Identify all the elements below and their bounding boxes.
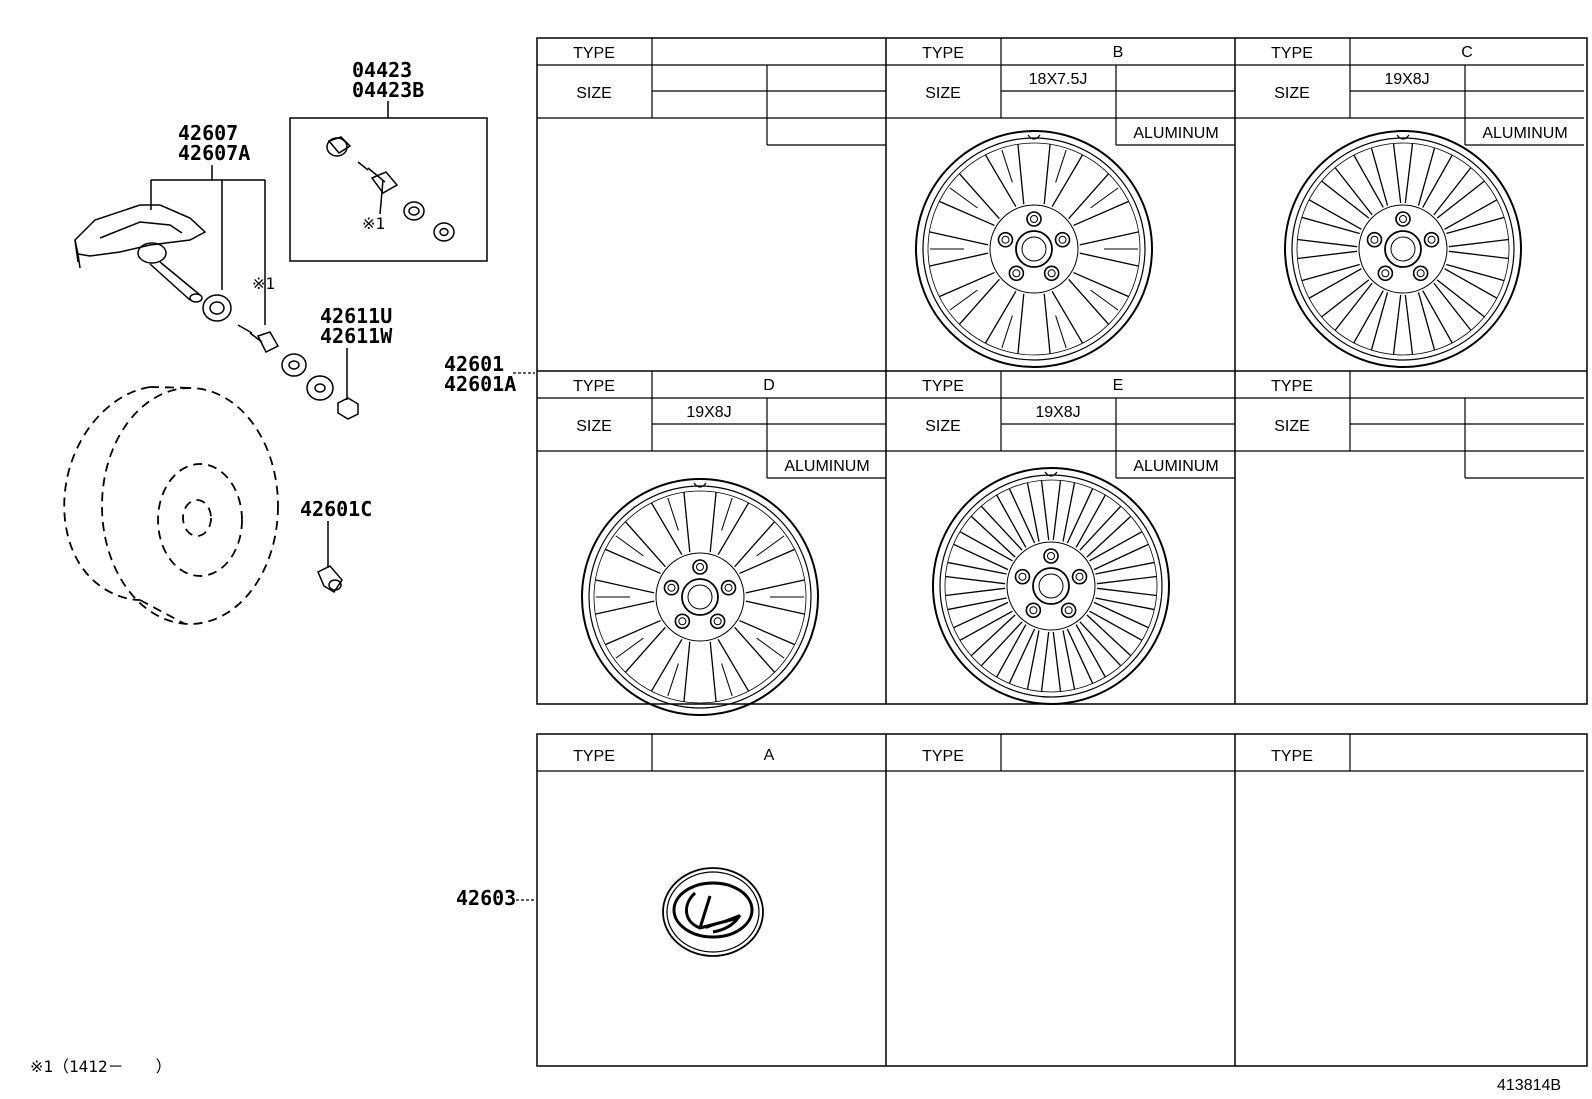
ornament-cell-blank-1: TYPE (886, 734, 1235, 772)
sensor-valve-core-icon (237, 324, 280, 354)
type-label: TYPE (573, 378, 615, 395)
tire-icon (63, 386, 279, 625)
wheel-label-group: 42601 42601A 42603 (444, 352, 535, 910)
type-label: TYPE (922, 45, 964, 62)
part-number-04423: 04423 (352, 58, 412, 82)
tpms-sensor-icon (74, 204, 207, 303)
wheel-cell-E: TYPE E SIZE 19X8J ALUMINUM (886, 371, 1235, 479)
material-value: ALUMINUM (784, 458, 869, 475)
size-value: 18X7.5J (1029, 71, 1088, 88)
type-value: C (1461, 44, 1473, 61)
type-label: TYPE (573, 748, 615, 765)
valve-stem-icon (317, 565, 343, 594)
valve-nut-hex-icon (337, 397, 359, 420)
wheel-cell-C: TYPE C SIZE 19X8J ALUMINUM (1235, 38, 1584, 146)
wheel-cells: TYPE SIZE TYPE B SIZE 18X7.5J ALUMINUM TYPE C SIZ… (537, 38, 1584, 479)
sensor-grommet-icon (202, 294, 232, 322)
wheel-d-drawing (581, 478, 819, 716)
note-mark-icon: ※1 (362, 214, 385, 233)
valve-kit-box (289, 117, 488, 262)
part-number-42611W: 42611W (320, 324, 393, 348)
size-value: 19X8J (686, 404, 731, 421)
part-number-42607A: 42607A (178, 141, 250, 165)
part-number-04423B: 04423B (352, 78, 424, 102)
type-label: TYPE (1271, 45, 1313, 62)
wheel-cell-blank-5: TYPE SIZE (1235, 371, 1584, 479)
lexus-emblem-icon (662, 867, 764, 957)
type-label: TYPE (1271, 748, 1313, 765)
valve-nut-icon (433, 222, 455, 242)
size-label: SIZE (925, 418, 961, 435)
note-mark-icon: ※1 (252, 274, 275, 293)
size-value: 19X8J (1384, 71, 1429, 88)
type-value: B (1113, 44, 1124, 61)
type-value: A (764, 747, 775, 764)
ornament-cell-A: TYPE A (537, 734, 886, 772)
type-label: TYPE (573, 45, 615, 62)
ornament-table (536, 733, 1588, 1067)
size-label: SIZE (925, 85, 961, 102)
type-value: E (1113, 377, 1124, 394)
valve-washer-icon (403, 201, 425, 221)
size-label: SIZE (1274, 418, 1310, 435)
part-number-42601A: 42601A (444, 372, 516, 396)
part-number-42603: 42603 (456, 886, 516, 910)
wheel-cell-D: TYPE D SIZE 19X8J ALUMINUM (537, 371, 886, 479)
ornament-cell-blank-2: TYPE (1235, 734, 1584, 772)
type-label: TYPE (1271, 378, 1313, 395)
part-number-42601: 42601 (444, 352, 504, 376)
wheel-cell-B: TYPE B SIZE 18X7.5J ALUMINUM (886, 38, 1235, 146)
sensor-cap-icon (306, 375, 334, 401)
reference-code: 413814B (1497, 1077, 1561, 1094)
footnote: ※1（1412－ ） (30, 1057, 172, 1076)
type-label: TYPE (922, 378, 964, 395)
valve-cap-icon (326, 136, 352, 157)
sensor-washer-icon (281, 353, 307, 377)
wheel-table (536, 37, 1588, 705)
part-number-42611U: 42611U (320, 304, 392, 328)
material-value: ALUMINUM (1133, 458, 1218, 475)
wheel-b-drawing (915, 130, 1153, 368)
part-number-42601C: 42601C (300, 497, 372, 521)
size-label: SIZE (576, 85, 612, 102)
size-label: SIZE (576, 418, 612, 435)
ornament-cells: TYPE A TYPE TYPE (537, 734, 1584, 772)
valve-core-icon (357, 161, 399, 215)
type-label: TYPE (922, 748, 964, 765)
valve-parts-group: 04423 04423B ※1 42607 42607A (63, 58, 488, 625)
wheel-cell-blank-0: TYPE SIZE (537, 38, 886, 146)
material-value: ALUMINUM (1482, 125, 1567, 142)
part-number-42607: 42607 (178, 121, 238, 145)
type-value: D (763, 377, 775, 394)
size-value: 19X8J (1035, 404, 1080, 421)
material-value: ALUMINUM (1133, 125, 1218, 142)
size-label: SIZE (1274, 85, 1310, 102)
wheel-c-drawing (1284, 130, 1522, 368)
wheel-e-drawing (932, 467, 1170, 705)
